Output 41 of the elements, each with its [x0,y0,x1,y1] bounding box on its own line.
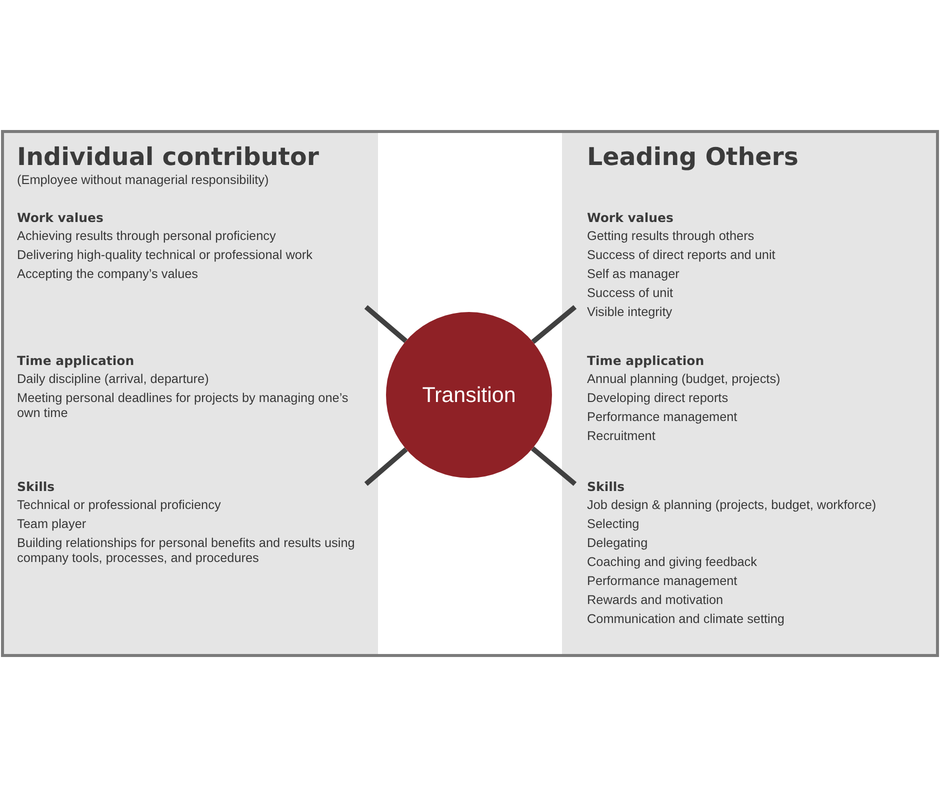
transition-circle [386,312,552,478]
list-item: Getting results through others [587,228,756,244]
list-item: Developing direct reports [587,390,730,406]
panel-title: Individual contributor [17,142,320,172]
list-item: Selecting [587,516,640,532]
list-item: Accepting the company’s values [17,266,200,282]
section-heading: Time application [587,352,706,368]
section-heading: Work values [587,210,674,224]
list-item: Visible integrity [587,304,674,320]
list-item: Delivering high-quality technical or professional work [17,248,314,262]
content-panel [4,133,378,654]
section-heading: Work values [17,210,104,224]
content-panel [562,133,936,654]
connector-line [364,305,408,343]
list-item: Meeting personal deadlines for projects by managing one’s own time [17,390,350,420]
list-item: Technical or professional proficiency [17,498,222,512]
list-item: Performance management [587,410,738,424]
circle-label: Transition [422,382,516,408]
section-heading: Time application [17,352,136,368]
list-item: Job design & planning (projects, budget, workforce) [587,498,878,512]
list-item: Communication and climate setting [587,612,786,626]
list-item: Rewards and motivation [587,592,724,608]
panel-subtitle: (Employee without managerial responsibility) [17,172,270,188]
panel-title: Leading Others [587,142,800,172]
list-item: Coaching and giving feedback [587,554,758,570]
list-item: Success of direct reports and unit [587,248,776,262]
connector-line [364,447,408,486]
connector-line [530,446,577,486]
section-heading: Skills [17,478,56,494]
list-item: Performance management [587,574,738,588]
list-item: Building relationships for personal benefits and results using company tools, processes, and procedures [17,536,356,566]
list-item: Annual planning (budget, projects) [587,372,782,386]
list-item: Success of unit [587,286,674,300]
list-item: Self as manager [587,266,680,282]
section-heading: Skills [587,478,626,494]
list-item: Recruitment [587,428,656,444]
list-item: Delegating [587,536,649,550]
list-item: Team player [17,516,88,532]
list-item: Achieving results through personal proficiency [17,228,277,244]
connector-line [531,305,577,344]
list-item: Daily discipline (arrival, departure) [17,372,210,386]
